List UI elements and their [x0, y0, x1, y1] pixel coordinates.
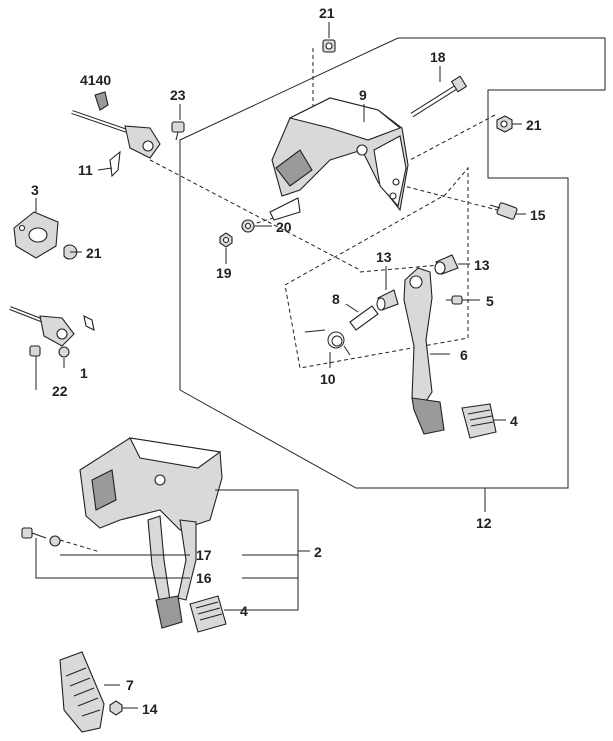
nut-14 [109, 700, 123, 716]
callout-10: 10 [320, 371, 336, 387]
clutch-cable-upper [71, 91, 161, 178]
washer-20 [241, 219, 255, 233]
pedal-subgroup-dashed-outline [284, 166, 469, 369]
callout-21-right: 21 [526, 117, 542, 133]
bolt-16 [21, 527, 47, 539]
bushing-13-right [434, 254, 459, 275]
switch-15 [489, 202, 518, 220]
leader-11 [97, 167, 113, 171]
leader-8 [345, 303, 359, 313]
callout-2: 2 [314, 544, 322, 560]
callout-22: 22 [52, 383, 68, 399]
grommet-3 [13, 211, 59, 259]
callout-5: 5 [486, 293, 494, 309]
dashed-leader-17 [59, 539, 101, 553]
callout-23: 23 [170, 87, 186, 103]
sleeve-8 [349, 305, 379, 331]
callout-12: 12 [476, 515, 492, 531]
leader-16 [35, 538, 190, 579]
callout-15: 15 [530, 207, 546, 223]
dashed-leader-11 [149, 159, 361, 271]
pedal-pad-4-upper [461, 403, 497, 439]
callout-3: 3 [31, 182, 39, 198]
bolt-18 [410, 75, 468, 118]
dashed-leader-15 [399, 184, 506, 213]
callout-6: 6 [460, 347, 468, 363]
pedal-pad-4-lower [189, 595, 227, 633]
dashed-leader-13 [359, 264, 441, 273]
callout-4140: 4140 [80, 72, 111, 88]
return-spring-10 [304, 329, 351, 356]
leader-2-bracket [215, 489, 299, 611]
callout-13-right: 13 [474, 257, 490, 273]
dashed-leader-21-right [409, 114, 496, 161]
bolt-5 [446, 295, 463, 305]
assembly-12-outline [179, 37, 606, 489]
callout-21-left: 21 [86, 245, 102, 261]
callout-14: 14 [142, 701, 158, 717]
nut-21-right [496, 115, 513, 133]
bolt-22 [29, 345, 41, 357]
callout-4-upper: 4 [510, 413, 518, 429]
washer-17 [49, 535, 61, 547]
callout-1: 1 [80, 365, 88, 381]
accelerator-pedal-7 [59, 651, 105, 733]
nut-1 [58, 346, 70, 358]
callout-20: 20 [276, 219, 292, 235]
callout-19: 19 [216, 265, 232, 281]
nut-19 [219, 232, 233, 248]
nut-21-top [322, 39, 336, 53]
pedal-assembly-2 [79, 437, 223, 629]
pedal-arm-6 [403, 267, 445, 435]
callout-11: 11 [78, 162, 93, 178]
bolt-23 [171, 121, 185, 141]
callout-18: 18 [430, 49, 446, 65]
pedal-bracket-9 [269, 97, 409, 221]
callout-13-left: 13 [376, 249, 392, 265]
callout-4-lower: 4 [240, 603, 248, 619]
callout-7: 7 [126, 677, 134, 693]
clutch-cable-lower [9, 306, 95, 347]
callout-9: 9 [359, 87, 367, 103]
bushing-13-left [376, 289, 399, 311]
callout-8: 8 [332, 291, 340, 307]
callout-17: 17 [196, 547, 212, 563]
callout-21-top: 21 [319, 5, 335, 21]
callout-16: 16 [196, 570, 212, 586]
